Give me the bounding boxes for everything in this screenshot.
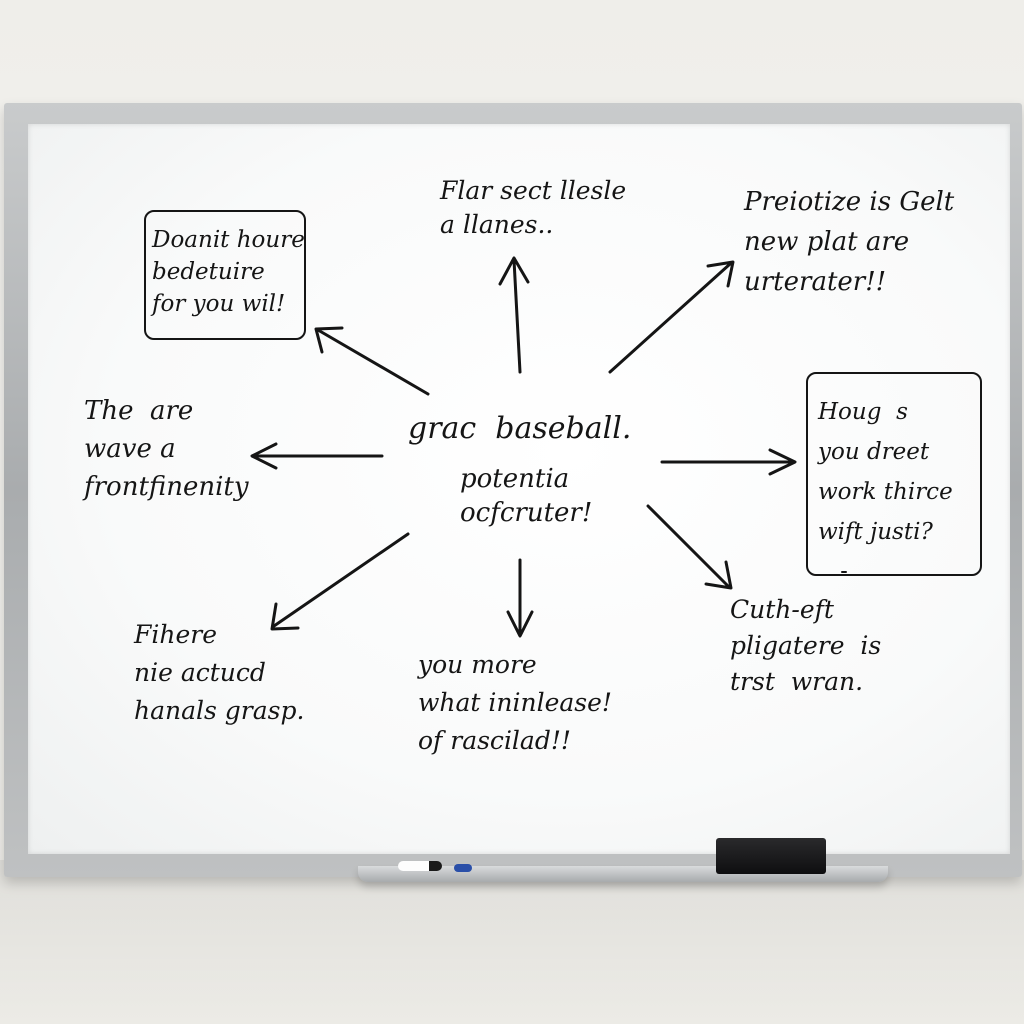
arrow-up bbox=[498, 256, 530, 374]
arrow-up-right bbox=[608, 260, 735, 374]
whiteboard-surface bbox=[28, 124, 1010, 854]
arrow-down-right bbox=[646, 504, 733, 590]
note-bottom-left: Fihere nie actucd hanals grasp. bbox=[134, 620, 305, 725]
whiteboard-eraser bbox=[716, 838, 826, 874]
note-right: Houg s you dreet work thirce wift justi? bbox=[818, 399, 953, 545]
arrow-down bbox=[506, 558, 534, 638]
center-subtitle: potentia ocfcruter! bbox=[460, 464, 593, 528]
arrow-down-left bbox=[270, 532, 410, 631]
arrow-left bbox=[250, 442, 384, 470]
note-top: Flar sect llesle a llanes.. bbox=[440, 176, 627, 239]
note-box-top-left bbox=[144, 210, 306, 340]
arrow-right bbox=[660, 448, 797, 476]
white-marker bbox=[398, 861, 442, 871]
note-left: The are wave a frontfinenity bbox=[84, 396, 249, 502]
blue-marker-cap bbox=[454, 864, 472, 872]
center-title: grac baseball. bbox=[408, 411, 632, 446]
dotted-mark bbox=[829, 571, 847, 576]
note-top-left: Doanit houre bedetuire for you wil! bbox=[152, 227, 305, 317]
note-box-right bbox=[806, 372, 982, 576]
note-bottom-center: you more what ininlease! of rascilad!! bbox=[418, 650, 612, 755]
note-top-right: Preiotize is Gelt new plat are urterater… bbox=[744, 187, 955, 297]
arrow-up-left bbox=[314, 326, 430, 396]
wall-shadow bbox=[0, 860, 1024, 1024]
note-bottom-right: Cuth-eft pligatere is trst wran. bbox=[730, 595, 882, 696]
